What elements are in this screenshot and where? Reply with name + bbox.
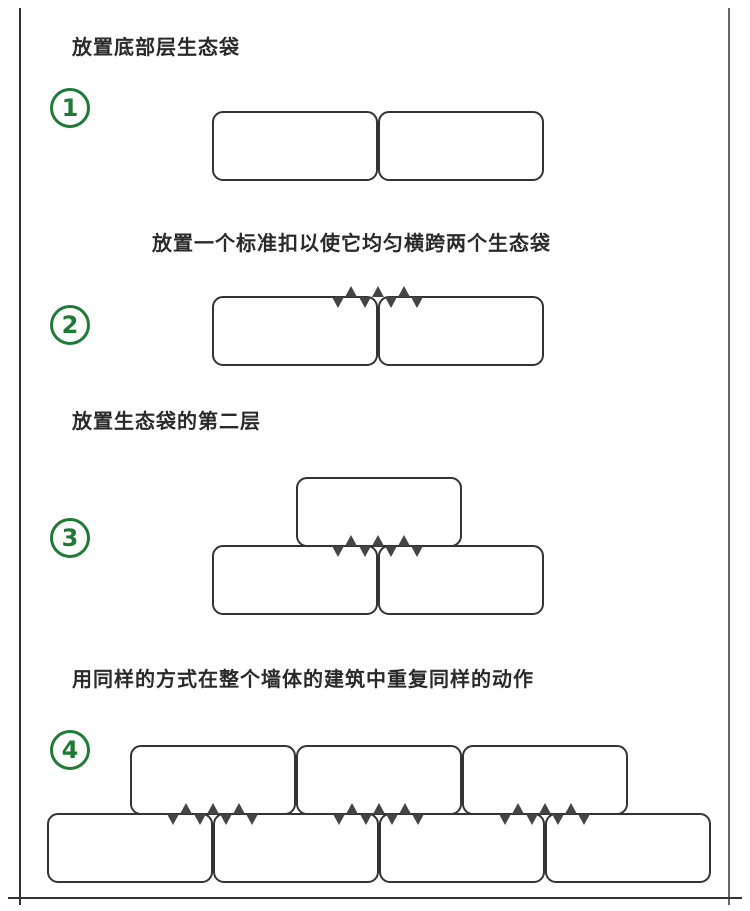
connector-tooth-down	[386, 814, 398, 825]
connector-tooth-down	[385, 297, 397, 308]
connector-tooth-down	[360, 814, 372, 825]
eco-bag	[213, 813, 379, 883]
eco-bag	[378, 296, 544, 366]
step-1-caption: 放置底部层生态袋	[72, 35, 240, 59]
connector-tooth-down	[332, 546, 344, 557]
connector-tooth-up	[512, 803, 524, 814]
connector-tooth-down	[194, 814, 206, 825]
connector-tooth-down	[359, 297, 371, 308]
connector-tooth-up	[539, 803, 551, 814]
eco-bag	[212, 296, 378, 366]
step-2-number-badge: 2	[50, 305, 90, 345]
connector-tooth-up	[346, 803, 358, 814]
eco-bag	[212, 545, 378, 615]
connector-tooth-up	[398, 535, 410, 546]
step-1-number-badge: 1	[50, 88, 90, 128]
standard-connector	[167, 803, 258, 825]
connector-tooth-up	[398, 286, 410, 297]
connector-tooth-up	[207, 803, 219, 814]
connector-tooth-down	[411, 297, 423, 308]
connector-tooth-up	[345, 286, 357, 297]
eco-bag	[545, 813, 711, 883]
standard-connector	[332, 535, 423, 557]
connector-tooth-down	[526, 814, 538, 825]
connector-tooth-down	[246, 814, 258, 825]
step-3-number-badge: 3	[50, 518, 90, 558]
connector-tooth-up	[345, 535, 357, 546]
connector-tooth-down	[333, 814, 345, 825]
eco-bag	[212, 111, 378, 181]
step-3-caption: 放置生态袋的第二层	[72, 409, 261, 433]
connector-tooth-down	[385, 546, 397, 557]
connector-tooth-down	[412, 814, 424, 825]
standard-connector	[332, 286, 423, 308]
eco-bag	[296, 477, 462, 547]
connector-tooth-down	[411, 546, 423, 557]
connector-tooth-down	[220, 814, 232, 825]
connector-tooth-down	[499, 814, 511, 825]
eco-bag	[47, 813, 213, 883]
eco-bag	[379, 813, 545, 883]
connector-tooth-up	[233, 803, 245, 814]
connector-tooth-up	[372, 535, 384, 546]
standard-connector	[333, 803, 424, 825]
connector-tooth-up	[399, 803, 411, 814]
connector-tooth-up	[180, 803, 192, 814]
eco-bag	[378, 545, 544, 615]
step-4-number-badge: 4	[50, 730, 90, 770]
connector-tooth-down	[552, 814, 564, 825]
connector-tooth-down	[167, 814, 179, 825]
step-4-caption: 用同样的方式在整个墙体的建筑中重复同样的动作	[72, 667, 534, 691]
connector-tooth-up	[565, 803, 577, 814]
eco-bag	[378, 111, 544, 181]
connector-tooth-down	[578, 814, 590, 825]
step-2-caption: 放置一个标准扣以使它均匀横跨两个生态袋	[152, 231, 551, 255]
standard-connector	[499, 803, 590, 825]
connector-tooth-up	[373, 803, 385, 814]
connector-tooth-down	[332, 297, 344, 308]
connector-tooth-up	[372, 286, 384, 297]
connector-tooth-down	[359, 546, 371, 557]
